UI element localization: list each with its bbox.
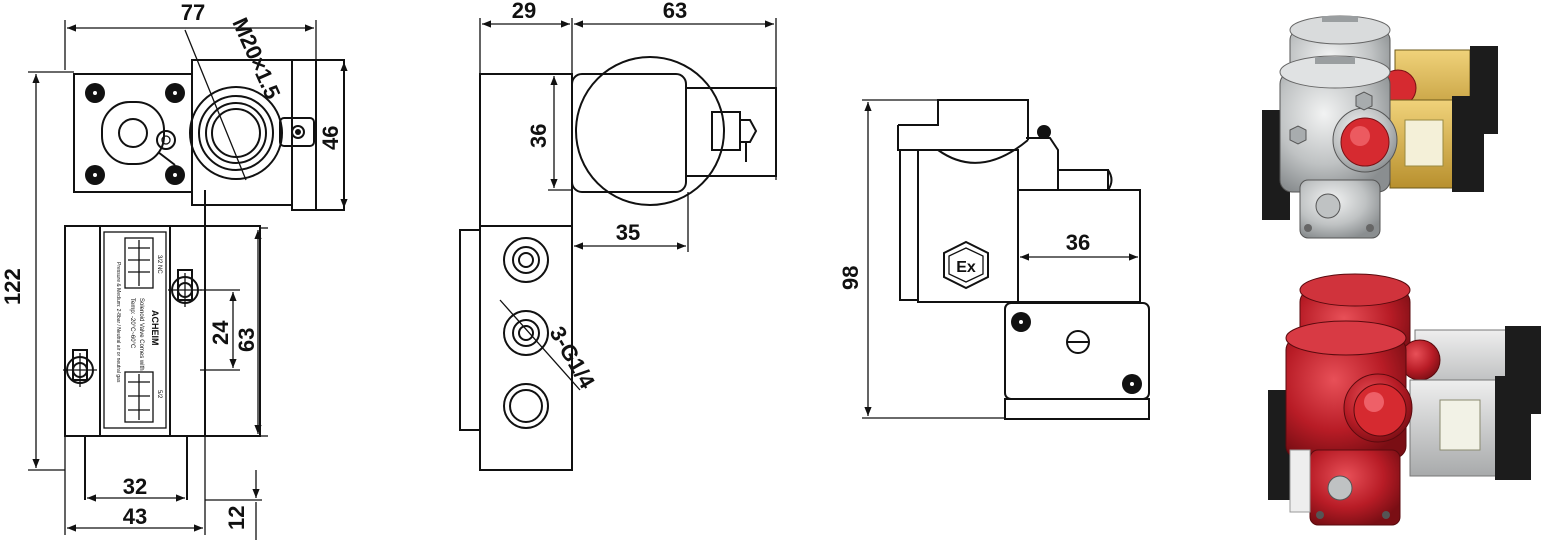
dim-46: 46 [318, 126, 343, 150]
front-view: 77 M20×1.5 46 [0, 0, 348, 540]
dim-12: 12 [224, 506, 249, 530]
dim-35: 35 [616, 220, 640, 245]
dim-122: 122 [0, 268, 25, 305]
port-label: 3-G1/4 [545, 322, 601, 393]
dim-43: 43 [123, 504, 147, 529]
plate-line-1: Solenoid Valve Comes with [138, 298, 144, 371]
brand-label: ACHEIM [150, 310, 160, 346]
dim-side-36: 36 [526, 124, 551, 148]
dim-77: 77 [181, 0, 205, 25]
plate-line-3: Pressure & Medium: 2-8bar / Neutral air … [115, 262, 121, 383]
product-photo-silver [1262, 15, 1498, 239]
symbol-bottom-label: 5/2 [156, 390, 162, 399]
dim-29: 29 [512, 0, 536, 23]
iso-view: 98 Ex 36 [838, 99, 1150, 420]
dim-24: 24 [208, 320, 233, 345]
product-photo-red [1268, 273, 1541, 526]
label-plate: 3/2 NC 5/2 ACHEIM Solenoid Valve Comes w… [103, 231, 167, 429]
dim-side-63: 63 [663, 0, 687, 23]
side-view: 29 63 36 35 3-G1/4 [459, 0, 777, 471]
dim-32: 32 [123, 474, 147, 499]
dim-63: 63 [234, 328, 259, 352]
ex-mark-text: Ex [956, 259, 976, 276]
plate-line-2: Temp: -20°C~60°C [129, 298, 135, 349]
ex-mark-icon [943, 240, 989, 290]
dim-98: 98 [838, 266, 863, 290]
symbol-top-label: 3/2 NC [156, 255, 162, 274]
dim-iso-36: 36 [1066, 230, 1090, 255]
thread-label: M20×1.5 [227, 14, 285, 103]
